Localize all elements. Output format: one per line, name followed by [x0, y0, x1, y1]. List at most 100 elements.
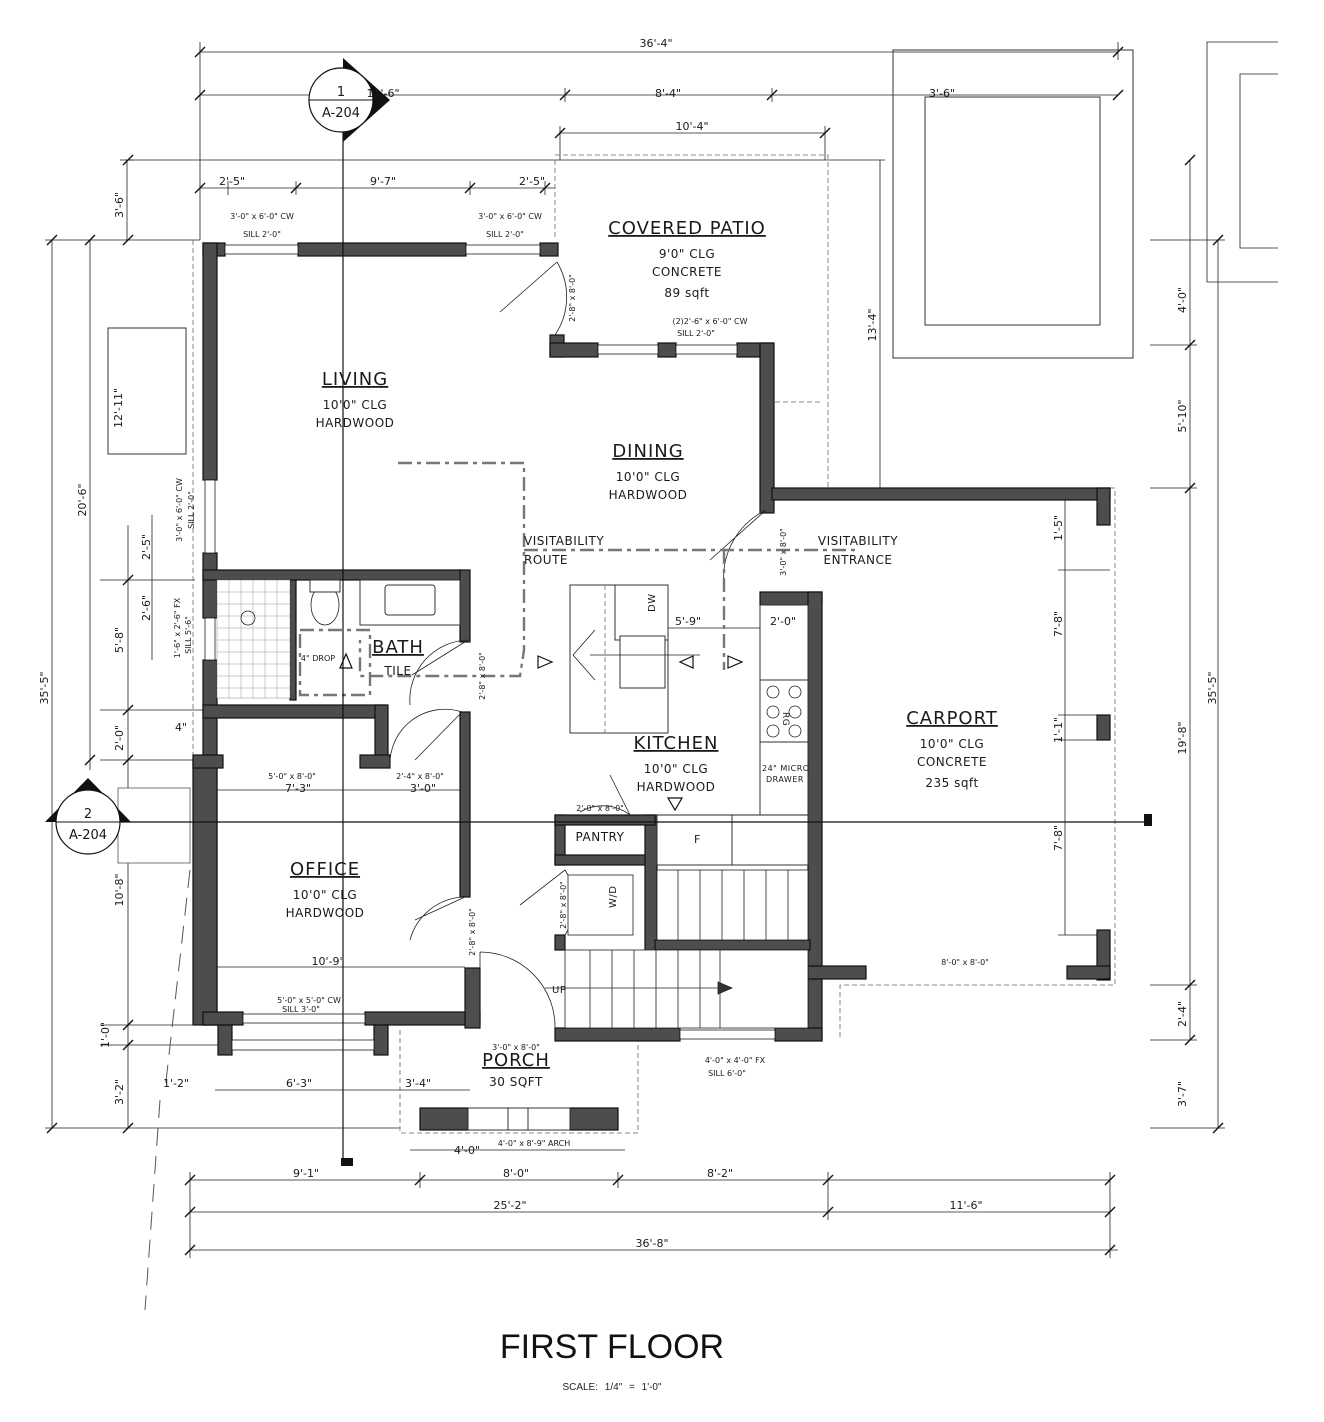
range-label: RG: [780, 712, 790, 726]
door-label: 2'-4" x 8'-0": [396, 772, 444, 781]
dim-carport-b: 7'-8": [1052, 611, 1065, 637]
window-label: 3'-0" x 6'-0" CW: [230, 212, 294, 221]
dim-right-a: 4'-0": [1176, 287, 1189, 313]
dim-right-overall: 35'-5": [1206, 671, 1219, 704]
patio-ceiling: 9'0" CLG: [659, 247, 715, 261]
visitability-entrance-line2: ENTRANCE: [824, 553, 893, 567]
door-label: 8'-0" x 8'-0": [941, 958, 989, 967]
dim-top-c: 3'-6": [929, 87, 955, 100]
dim-front-b: 6'-3": [286, 1077, 312, 1090]
dim-top-overall: 36'-4": [639, 37, 672, 50]
dim-left-f: 2'-0": [113, 725, 126, 751]
carport-floor: CONCRETE: [917, 755, 987, 769]
bath-label: BATH: [372, 637, 424, 658]
window-sill-label: SILL 6'-0": [708, 1069, 746, 1078]
kitchen-label: KITCHEN: [634, 733, 719, 754]
dim-kitchen-b: 2'-0": [770, 615, 796, 628]
visitability-route-line: [358, 461, 526, 678]
living-floor: HARDWOOD: [316, 416, 395, 430]
door-label: 2'-8" x 8'-0": [559, 881, 568, 929]
window-sill-label: SILL 2'-0": [187, 491, 196, 529]
bath-drop: 4" DROP: [301, 654, 335, 663]
dim-top-a: 11'-6": [366, 87, 399, 100]
left-planter-box: [107, 327, 187, 455]
dim-top-w1: 2'-5": [219, 175, 245, 188]
living-ceiling: 10'0" CLG: [323, 398, 387, 412]
patio-label: COVERED PATIO: [608, 218, 766, 239]
drawing-title: FIRST FLOOR: [499, 1328, 725, 1366]
dim-kitchen-a: 5'-9": [675, 615, 701, 628]
dim-left-d: 2'-6": [140, 595, 153, 621]
door-label: 3'-0" x 8'-0": [779, 528, 788, 576]
marker-2-number: 2: [84, 807, 92, 822]
dimension-labels: 36'-4" 11'-6" 8'-4" 3'-6" 10'-4" 2'-5" 9…: [38, 37, 1219, 1250]
patio-ne-structure-outer: [892, 49, 1134, 359]
dim-bottom-d: 25'-2": [493, 1199, 526, 1212]
dim-bottom-a: 9'-1": [293, 1167, 319, 1180]
window-sill-label: SILL 3'-0": [282, 1005, 320, 1014]
dim-left-e: 5'-8": [113, 627, 126, 653]
window-sill-label: SILL 2'-0": [243, 230, 281, 239]
dim-carport-d: 7'-8": [1052, 825, 1065, 851]
section-marker-2: 2 A-204: [45, 778, 131, 855]
dim-bottom-e: 11'-6": [949, 1199, 982, 1212]
windows: [204, 244, 776, 1051]
window-sill-label: SILL 2'-0": [677, 329, 715, 338]
porch-label: PORCH: [482, 1050, 550, 1071]
dim-left-overall: 35'-5": [38, 671, 51, 704]
dimension-lines: [45, 42, 1225, 1258]
office-ceiling: 10'0" CLG: [293, 888, 357, 902]
micro-label-2: DRAWER: [766, 775, 804, 784]
dim-left-h: 1'-0": [99, 1022, 112, 1048]
dim-closet-w: 7'-3": [285, 782, 311, 795]
kitchen-counters: [656, 604, 809, 866]
dim-right-e: 3'-7": [1176, 1081, 1189, 1107]
pantry-label: PANTRY: [576, 830, 625, 844]
dim-left-box: 12'-11": [112, 388, 125, 428]
window-label: 3'-0" x 6'-0" CW: [478, 212, 542, 221]
window-sill-label: SILL 2'-0": [486, 230, 524, 239]
doors: [389, 261, 767, 1029]
dim-bottom-overall: 36'-8": [635, 1237, 668, 1250]
overhang-outlines: [192, 154, 1116, 1134]
marker-2-sheet: A-204: [69, 828, 107, 843]
dim-left-a: 20'-6": [76, 483, 89, 516]
bath-floor: TILE: [383, 664, 411, 678]
dim-front-d: 4'-0": [454, 1144, 480, 1157]
visitability-route-line2: ROUTE: [524, 553, 568, 567]
dim-office-w: 10'-9": [311, 955, 344, 968]
dim-left-g: 10'-8": [113, 873, 126, 906]
dim-carport-c: 1'-1": [1052, 717, 1065, 743]
door-label: 3'-0" x 8'-0": [492, 1043, 540, 1052]
dim-top-w3: 2'-5": [519, 175, 545, 188]
door-label: 2'-8" x 8'-0": [468, 908, 477, 956]
door-label: 2'-8" x 8'-0": [568, 274, 577, 322]
dim-closet-b: 3'-0": [410, 782, 436, 795]
kitchen-island: [569, 584, 700, 734]
kitchen-ceiling: 10'0" CLG: [644, 762, 708, 776]
dim-carport-a: 1'-5": [1052, 515, 1065, 541]
window-label: 5'-0" x 5'-0" CW: [277, 996, 341, 1005]
living-label: LIVING: [322, 369, 388, 390]
window-sill-label: SILL 5'-6": [184, 616, 193, 654]
section-marker-1: 1 A-204: [308, 58, 390, 142]
route-arrows: [339, 652, 744, 812]
dim-top-b: 8'-4": [655, 87, 681, 100]
door-label: 5'-0" x 8'-0": [268, 772, 316, 781]
dim-bottom-c: 8'-2": [707, 1167, 733, 1180]
dining-ceiling: 10'0" CLG: [616, 470, 680, 484]
stairs: [545, 869, 809, 1029]
dw-label: DW: [647, 593, 658, 612]
kitchen-floor: HARDWOOD: [637, 780, 716, 794]
dim-right-d: 2'-4": [1176, 1001, 1189, 1027]
section-lines: [105, 120, 1152, 1166]
plan-notes: VISITABILITY ROUTE VISITABILITY ENTRANCE…: [524, 534, 898, 996]
carport-area: 235 sqft: [925, 776, 978, 790]
room-labels: LIVING 10'0" CLG HARDWOOD DINING 10'0" C…: [286, 218, 997, 1089]
patio-ne-structure-inner: [924, 96, 1101, 326]
dim-patio-depth: 13'-4": [866, 308, 879, 341]
door-label: 2'-8" x 8'-0": [478, 652, 487, 700]
door-label: 2'-0" x 8'-0": [576, 804, 624, 813]
window-label: 4'-0" x 4'-0" FX: [705, 1056, 766, 1065]
